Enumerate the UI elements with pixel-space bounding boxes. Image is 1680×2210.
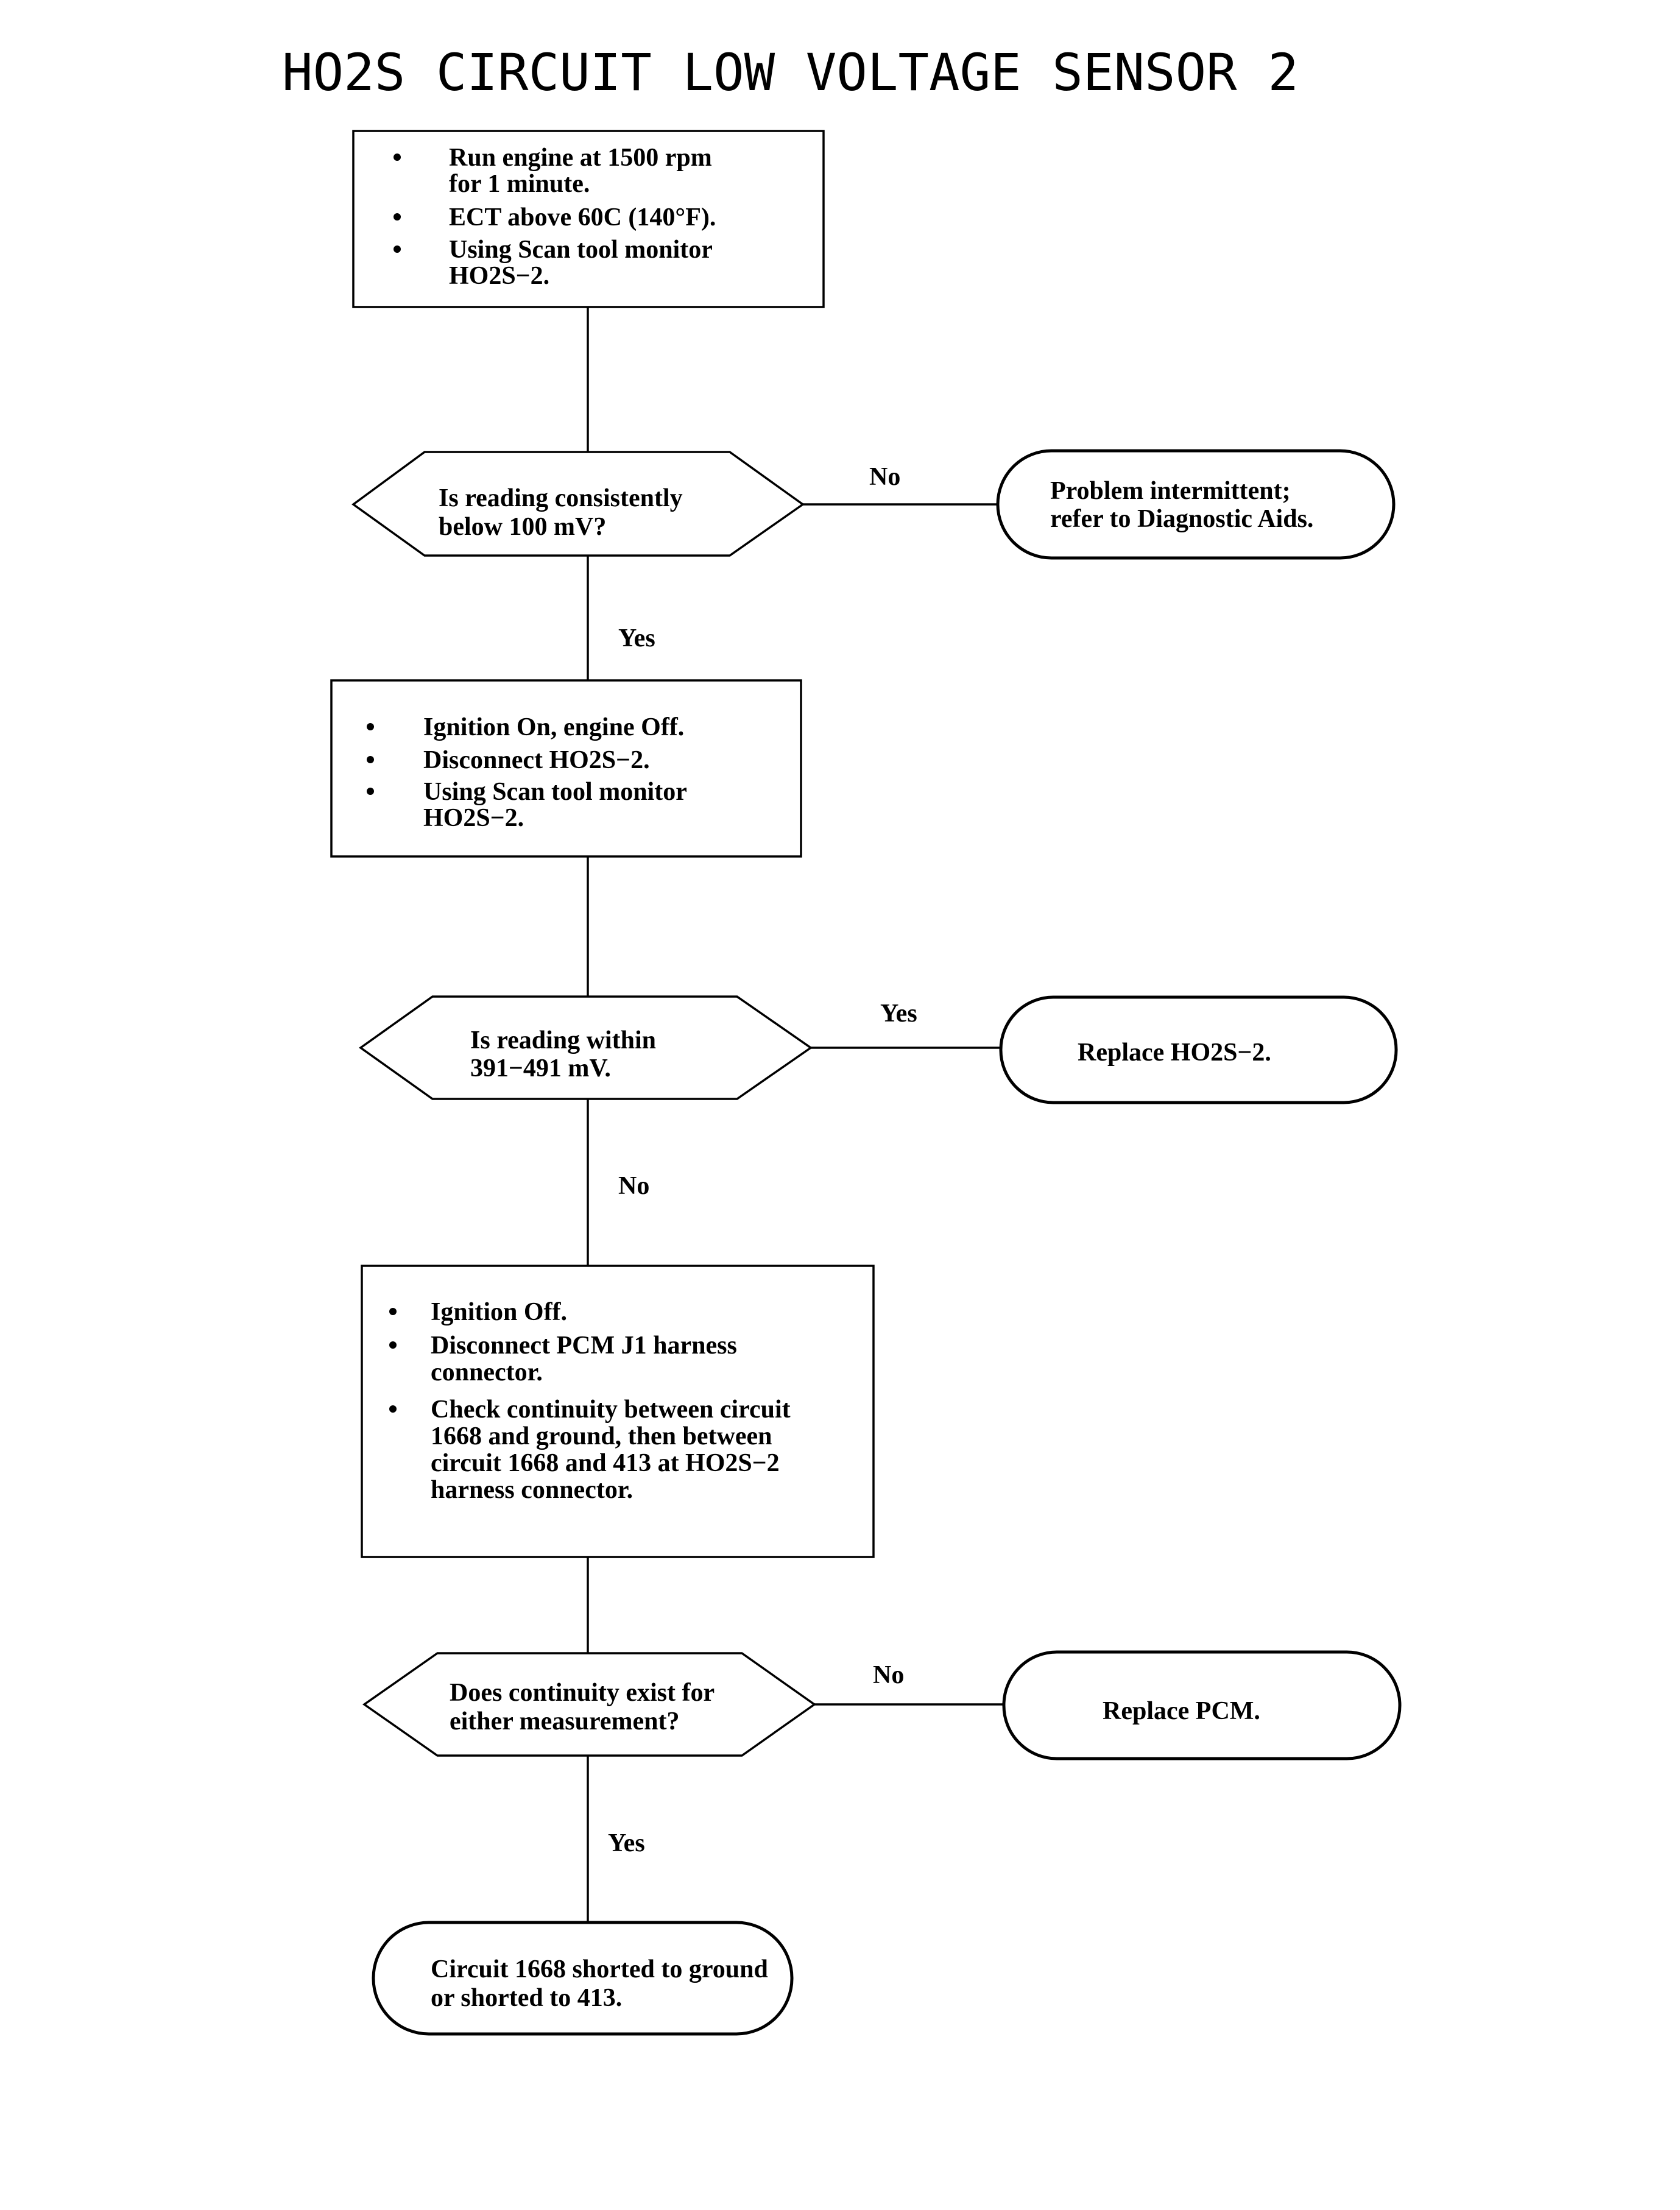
q3-text-line: either measurement? xyxy=(450,1707,680,1735)
page-title: HO2S CIRCUIT LOW VOLTAGE SENSOR 2 xyxy=(282,43,1299,102)
q3-text-line: Does continuity exist for xyxy=(450,1679,715,1707)
edge-label-q2-no: No xyxy=(618,1172,649,1200)
r4-text-line: Circuit 1668 shorted to ground xyxy=(431,1955,768,1983)
step1-bullet-text: ECT above 60C (140°F). xyxy=(449,203,716,231)
q2-text-line: 391−491 mV. xyxy=(470,1054,611,1082)
connector-lines xyxy=(587,307,1004,1922)
step2-bullet-text: Disconnect HO2S−2. xyxy=(423,746,650,774)
edge-label-q2-yes: Yes xyxy=(880,1000,917,1028)
step1-bullet-text: HO2S−2. xyxy=(449,262,549,290)
step2-bullet-dot xyxy=(367,788,374,795)
step3-bullet-text: connector. xyxy=(431,1358,543,1386)
edge-label-q1-yes: Yes xyxy=(618,624,655,652)
step3-bullet-dot xyxy=(389,1405,397,1413)
step3-bullet-text: Check continuity between circuit xyxy=(431,1396,791,1424)
r1-text-line: Problem intermittent; xyxy=(1050,477,1291,505)
step1-bullet-text: for 1 minute. xyxy=(449,170,590,198)
step3-bullet-dot xyxy=(389,1308,397,1315)
step3-bullet-text: Ignition Off. xyxy=(431,1298,567,1326)
r1-text-line: refer to Diagnostic Aids. xyxy=(1050,505,1313,533)
q1-text-line: Is reading consistently xyxy=(439,484,683,512)
q1-text-line: below 100 mV? xyxy=(439,513,606,541)
step3-bullet-text: 1668 and ground, then between xyxy=(431,1422,772,1450)
r2-text-line: Replace HO2S−2. xyxy=(1078,1039,1271,1067)
step2-bullet-text: Using Scan tool monitor xyxy=(423,778,687,806)
step2-box: Ignition On, engine Off. Disconnect HO2S−… xyxy=(330,679,802,858)
step1-bullet-dot xyxy=(394,154,401,161)
r3-text-line: Replace PCM. xyxy=(1103,1697,1260,1725)
step1-bullet-dot xyxy=(394,213,401,221)
step3-bullet-text: Disconnect PCM J1 harness xyxy=(431,1332,737,1360)
step2-bullet-text: HO2S−2. xyxy=(423,804,524,832)
step2-bullet-dot xyxy=(367,756,374,763)
result-problem-intermittent: Problem intermittent;refer to Diagnostic… xyxy=(996,449,1396,560)
step1-bullet-text: Using Scan tool monitor xyxy=(449,236,713,264)
step1-bullet-text: Run engine at 1500 rpm xyxy=(449,144,712,172)
step1-bullet-dot xyxy=(394,245,401,253)
step2-bullet-dot xyxy=(367,723,374,730)
step3-bullet-text: circuit 1668 and 413 at HO2S−2 xyxy=(431,1449,780,1477)
edge-label-q1-no: No xyxy=(869,463,900,491)
step2-bullet-text: Ignition On, engine Off. xyxy=(423,713,684,741)
r4-text-line: or shorted to 413. xyxy=(431,1984,622,2012)
step3-bullet-text: harness connector. xyxy=(431,1476,633,1504)
step3-box: Ignition Off. Disconnect PCM J1 harnessco… xyxy=(361,1265,875,1558)
edge-label-q3-no: No xyxy=(873,1661,904,1689)
result-replace-ho2s: Replace HO2S−2. xyxy=(999,995,1398,1104)
step3-bullet-dot xyxy=(389,1341,397,1349)
q2-text-line: Is reading within xyxy=(470,1026,656,1054)
result-replace-pcm: Replace PCM. xyxy=(1002,1650,1402,1760)
edge-label-q3-yes: Yes xyxy=(608,1829,645,1857)
